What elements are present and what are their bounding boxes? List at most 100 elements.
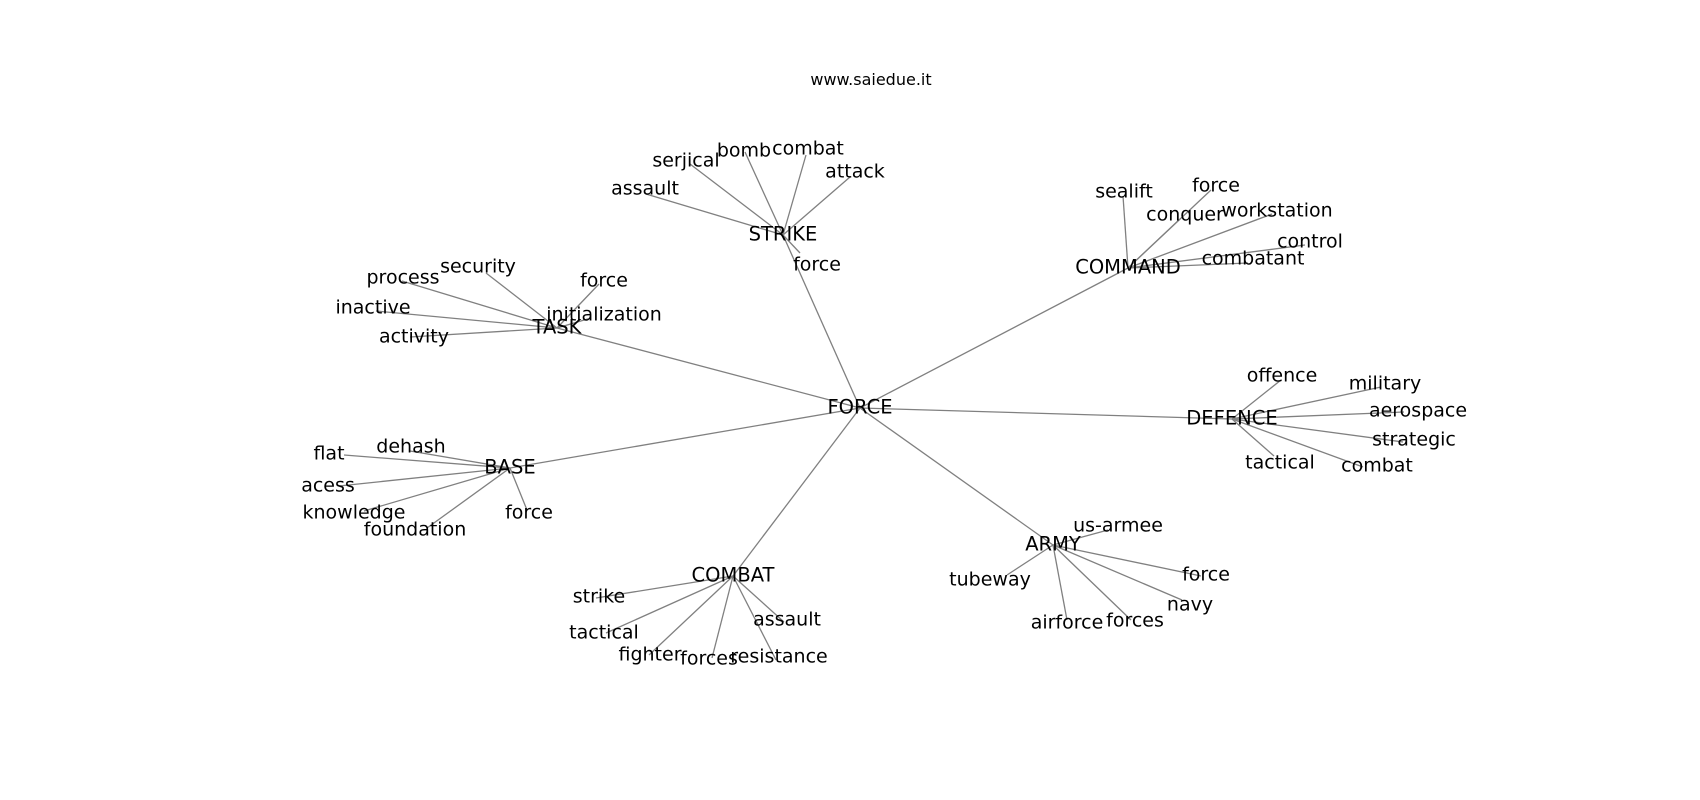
edge-command-2 [1127,218,1181,269]
edge-task-5 [409,327,558,338]
node-base-hub: BASE [484,456,535,479]
edge-task-1 [485,272,558,329]
node-army-child: airforce [1031,612,1104,634]
node-strike-child: serjical [652,150,719,172]
node-combat-child: forces [680,648,738,670]
node-command-child: force [1192,175,1240,197]
edge-army-2 [1052,544,1202,577]
node-combat-child: strike [573,586,625,608]
node-base-child: dehash [376,436,445,458]
node-combat-hub: COMBAT [692,564,775,587]
edge-root-base [509,407,861,469]
edge-command-4 [1127,244,1306,269]
edge-root-task [556,327,861,409]
edge-defence-1 [1231,386,1382,420]
node-base-child: knowledge [303,502,406,524]
edge-base-4 [426,467,511,529]
node-base-child: acess [301,475,355,497]
edge-root-strike [782,234,861,409]
node-army-child: navy [1167,594,1213,616]
edge-combat-2 [648,575,734,656]
node-strike-child: bomb [717,140,771,162]
node-command-hub: COMMAND [1075,256,1181,279]
edge-army-3 [1052,544,1183,601]
node-task-child: process [366,267,439,289]
node-strike-child: attack [825,161,885,183]
edge-base-3 [363,467,511,512]
node-strike-child: force [793,254,841,276]
edge-defence-4 [1231,418,1364,468]
site-title: www.saiedue.it [810,70,932,89]
edge-base-0 [409,450,511,469]
node-army-child: us-armee [1073,515,1163,537]
edge-army-0 [1052,529,1109,546]
edge-command-5 [1127,262,1249,269]
edge-army-1 [1006,544,1054,576]
edge-strike-4 [782,176,851,236]
edge-task-0 [401,280,558,329]
edge-defence-3 [1231,418,1404,443]
edge-command-0 [1122,195,1129,269]
edge-base-5 [509,467,528,511]
node-defence-child: strategic [1372,429,1456,451]
edge-defence-5 [1231,418,1275,457]
node-army-child: force [1182,564,1230,586]
edge-combat-1 [605,575,734,634]
node-base-child: flat [313,443,344,465]
edge-combat-3 [711,575,734,659]
node-task-child: activity [379,326,449,348]
node-root: FORCE [827,396,892,419]
edge-defence-0 [1231,379,1282,420]
edge-base-2 [338,467,511,487]
node-task-child: force [580,270,628,292]
edge-defence-2 [1231,411,1405,420]
edge-strike-1 [689,163,784,236]
node-command-child: combatant [1202,248,1305,270]
node-combat-child: tactical [569,622,639,644]
edge-strike-2 [744,151,784,236]
graph-edges [338,151,1405,661]
node-defence-child: combat [1341,455,1413,477]
node-defence-child: offence [1247,365,1318,387]
node-command-child: conquer [1146,204,1224,226]
edge-army-4 [1052,544,1132,621]
node-task-hub: TASK [532,316,583,339]
edge-command-3 [1127,213,1273,269]
node-strike-hub: STRIKE [749,223,818,246]
edge-task-2 [556,283,600,329]
node-defence-child: military [1349,373,1422,395]
node-strike-child: combat [772,138,844,160]
node-task-child: security [440,256,516,278]
edge-combat-4 [732,575,777,661]
node-base-child: force [505,502,553,524]
node-army-child: tubeway [949,569,1031,591]
node-command-child: sealift [1095,181,1153,203]
edge-task-4 [556,317,592,329]
edge-root-command [859,267,1129,409]
edge-task-3 [375,310,558,329]
node-combat-child: resistance [730,646,827,668]
node-army-hub: ARMY [1025,533,1081,556]
node-defence-hub: DEFENCE [1186,407,1277,430]
node-defence-child: aerospace [1369,400,1467,422]
edge-root-army [859,407,1054,546]
node-strike-child: assault [611,178,679,200]
node-combat-child: assault [753,609,821,631]
edge-root-combat [732,407,861,577]
edge-strike-5 [782,234,801,254]
node-army-child: forces [1106,610,1164,632]
node-command-child: workstation [1221,200,1332,222]
node-task-child: inactive [335,297,410,319]
edge-army-5 [1052,544,1068,621]
edge-base-1 [343,454,511,469]
node-base-child: foundation [364,519,467,541]
edge-combat-0 [595,575,734,599]
edge-combat-5 [732,575,785,623]
edge-root-defence [859,407,1233,420]
node-defence-child: tactical [1245,452,1315,474]
node-command-child: control [1277,231,1343,253]
node-combat-child: fighter [618,644,681,666]
edge-strike-0 [645,193,784,236]
